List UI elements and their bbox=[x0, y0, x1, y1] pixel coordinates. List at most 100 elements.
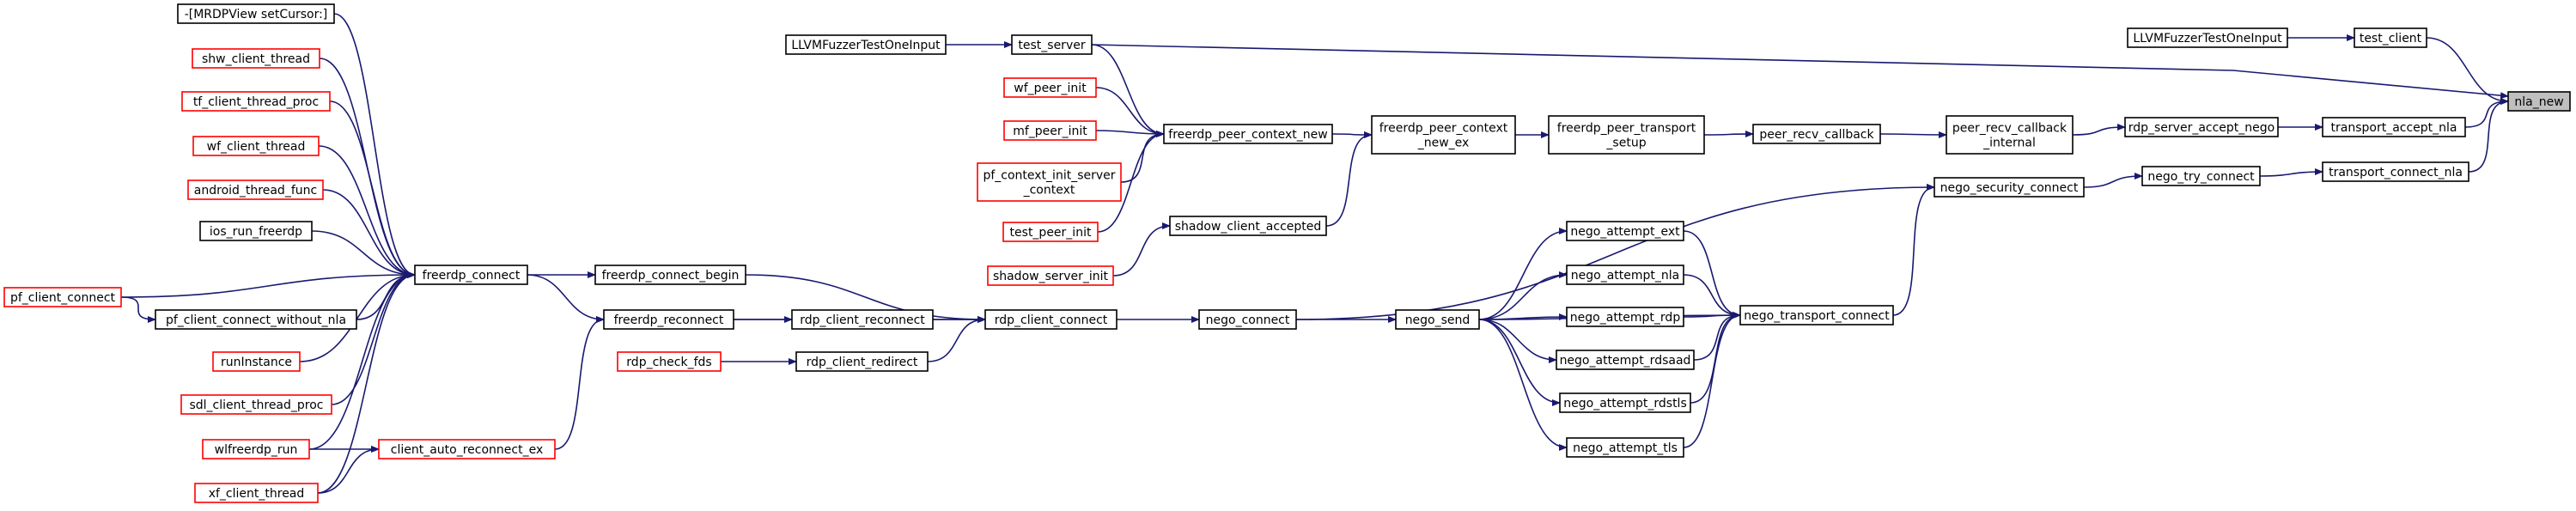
node-box-client_auto_reconnect_ex[interactable] bbox=[378, 439, 556, 459]
node-box-nego_attempt_rdsaad[interactable] bbox=[1556, 350, 1695, 370]
node-transport_accept_nla[interactable]: transport_accept_nla bbox=[2322, 117, 2466, 137]
node-box-freerdp_peer_transport_setup[interactable] bbox=[1548, 115, 1705, 155]
node-test_client[interactable]: test_client bbox=[2354, 27, 2427, 48]
node-box-shadow_server_init[interactable] bbox=[987, 265, 1114, 286]
node-nego_attempt_tls[interactable]: nego_attempt_tls bbox=[1566, 437, 1684, 458]
node-box-rdp_client_connect[interactable] bbox=[984, 309, 1117, 330]
node-box-xf_client_thread[interactable] bbox=[194, 483, 319, 503]
node-box-llvm_server[interactable] bbox=[785, 34, 947, 55]
node-box-nego_attempt_nla[interactable] bbox=[1566, 265, 1684, 285]
node-nego_security_connect[interactable]: nego_security_connect bbox=[1934, 177, 2085, 198]
node-shw_client_thread[interactable]: shw_client_thread bbox=[192, 48, 320, 69]
node-box-wlfreerdp_run[interactable] bbox=[202, 439, 310, 459]
node-box-test_peer_init[interactable] bbox=[1002, 222, 1099, 242]
node-box-shadow_client_accepted[interactable] bbox=[1169, 216, 1327, 236]
node-box-peer_recv_callback_internal[interactable] bbox=[1946, 115, 2074, 155]
node-box-mrdpview_setcursor[interactable] bbox=[177, 3, 335, 24]
node-box-test_server[interactable] bbox=[1011, 34, 1093, 55]
node-box-wf_client_thread[interactable] bbox=[192, 136, 320, 156]
node-box-nego_connect[interactable] bbox=[1198, 309, 1297, 330]
node-wf_client_thread[interactable]: wf_client_thread bbox=[192, 136, 320, 156]
node-android_thread_func[interactable]: android_thread_func bbox=[187, 179, 324, 200]
node-box-rdp_client_reconnect[interactable] bbox=[791, 309, 934, 330]
node-box-wf_peer_init[interactable] bbox=[1003, 77, 1097, 98]
node-nego_send[interactable]: nego_send bbox=[1395, 309, 1480, 330]
node-llvm_server[interactable]: LLVMFuzzerTestOneInput bbox=[785, 34, 947, 55]
node-box-nego_attempt_rdstls[interactable] bbox=[1559, 392, 1691, 413]
node-pf_context_init_server_context[interactable]: pf_context_init_server_context bbox=[977, 162, 1122, 202]
node-runinstance[interactable]: runInstance bbox=[212, 351, 301, 372]
node-box-freerdp_peer_context_new[interactable] bbox=[1163, 124, 1333, 144]
node-box-tf_client_thread_proc[interactable] bbox=[181, 91, 331, 112]
node-box-nego_attempt_ext[interactable] bbox=[1566, 221, 1684, 241]
node-nego_attempt_nla[interactable]: nego_attempt_nla bbox=[1566, 265, 1684, 285]
node-box-test_client[interactable] bbox=[2354, 27, 2427, 48]
node-tf_client_thread_proc[interactable]: tf_client_thread_proc bbox=[181, 91, 331, 112]
node-box-runinstance[interactable] bbox=[212, 351, 301, 372]
node-box-freerdp_connect[interactable] bbox=[414, 265, 528, 285]
node-test_server[interactable]: test_server bbox=[1011, 34, 1093, 55]
node-nego_transport_connect[interactable]: nego_transport_connect bbox=[1739, 305, 1894, 325]
node-transport_connect_nla[interactable]: transport_connect_nla bbox=[2322, 161, 2469, 182]
node-nego_try_connect[interactable]: nego_try_connect bbox=[2141, 166, 2261, 186]
node-shadow_server_init[interactable]: shadow_server_init bbox=[987, 265, 1114, 286]
node-box-transport_accept_nla[interactable] bbox=[2322, 117, 2466, 137]
node-box-llvm_client[interactable] bbox=[2127, 27, 2288, 48]
node-box-freerdp_peer_context_new_ex[interactable] bbox=[1371, 115, 1516, 155]
node-test_peer_init[interactable]: test_peer_init bbox=[1002, 222, 1099, 242]
node-nego_attempt_rdp[interactable]: nego_attempt_rdp bbox=[1566, 307, 1684, 327]
node-sdl_client_thread_proc[interactable]: sdl_client_thread_proc bbox=[180, 394, 332, 415]
node-mrdpview_setcursor[interactable]: -[MRDPView setCursor:] bbox=[177, 3, 335, 24]
node-box-shw_client_thread[interactable] bbox=[192, 48, 320, 69]
node-nla_new[interactable]: nla_new bbox=[2507, 91, 2571, 112]
node-mf_peer_init[interactable]: mf_peer_init bbox=[1003, 120, 1097, 141]
node-box-nla_new[interactable] bbox=[2507, 91, 2571, 112]
node-peer_recv_callback[interactable]: peer_recv_callback bbox=[1752, 124, 1881, 144]
node-xf_client_thread[interactable]: xf_client_thread bbox=[194, 483, 319, 503]
node-nego_attempt_rdsaad[interactable]: nego_attempt_rdsaad bbox=[1556, 350, 1695, 370]
node-freerdp_peer_context_new_ex[interactable]: freerdp_peer_context_new_ex bbox=[1371, 115, 1516, 155]
node-client_auto_reconnect_ex[interactable]: client_auto_reconnect_ex bbox=[378, 439, 556, 459]
node-box-transport_connect_nla[interactable] bbox=[2322, 161, 2469, 182]
node-box-pf_context_init_server_context[interactable] bbox=[977, 162, 1122, 202]
node-llvm_client[interactable]: LLVMFuzzerTestOneInput bbox=[2127, 27, 2288, 48]
node-freerdp_connect[interactable]: freerdp_connect bbox=[414, 265, 528, 285]
node-pf_client_connect[interactable]: pf_client_connect bbox=[3, 287, 122, 307]
node-freerdp_peer_transport_setup[interactable]: freerdp_peer_transport_setup bbox=[1548, 115, 1705, 155]
node-box-nego_transport_connect[interactable] bbox=[1739, 305, 1894, 325]
node-box-rdp_server_accept_nego[interactable] bbox=[2124, 117, 2279, 137]
node-nego_connect[interactable]: nego_connect bbox=[1198, 309, 1297, 330]
node-freerdp_peer_context_new[interactable]: freerdp_peer_context_new bbox=[1163, 124, 1333, 144]
node-box-freerdp_connect_begin[interactable] bbox=[594, 265, 746, 285]
node-box-rdp_client_redirect[interactable] bbox=[795, 351, 929, 372]
node-rdp_client_reconnect[interactable]: rdp_client_reconnect bbox=[791, 309, 934, 330]
node-shadow_client_accepted[interactable]: shadow_client_accepted bbox=[1169, 216, 1327, 236]
node-box-ios_run_freerdp[interactable] bbox=[199, 221, 313, 241]
node-rdp_server_accept_nego[interactable]: rdp_server_accept_nego bbox=[2124, 117, 2279, 137]
node-box-sdl_client_thread_proc[interactable] bbox=[180, 394, 332, 415]
node-wf_peer_init[interactable]: wf_peer_init bbox=[1003, 77, 1097, 98]
node-box-rdp_check_fds[interactable] bbox=[617, 351, 722, 372]
node-box-nego_send[interactable] bbox=[1395, 309, 1480, 330]
node-box-nego_try_connect[interactable] bbox=[2141, 166, 2261, 186]
node-nego_attempt_rdstls[interactable]: nego_attempt_rdstls bbox=[1559, 392, 1691, 413]
node-box-freerdp_reconnect[interactable] bbox=[603, 309, 734, 330]
node-box-android_thread_func[interactable] bbox=[187, 179, 324, 200]
node-wlfreerdp_run[interactable]: wlfreerdp_run bbox=[202, 439, 310, 459]
node-ios_run_freerdp[interactable]: ios_run_freerdp bbox=[199, 221, 313, 241]
node-rdp_client_redirect[interactable]: rdp_client_redirect bbox=[795, 351, 929, 372]
node-box-nego_attempt_tls[interactable] bbox=[1566, 437, 1684, 458]
node-box-pf_client_connect[interactable] bbox=[3, 287, 122, 307]
node-box-peer_recv_callback[interactable] bbox=[1752, 124, 1881, 144]
node-freerdp_connect_begin[interactable]: freerdp_connect_begin bbox=[594, 265, 746, 285]
node-rdp_check_fds[interactable]: rdp_check_fds bbox=[617, 351, 722, 372]
node-rdp_client_connect[interactable]: rdp_client_connect bbox=[984, 309, 1117, 330]
node-freerdp_reconnect[interactable]: freerdp_reconnect bbox=[603, 309, 734, 330]
node-pf_client_connect_without_nla[interactable]: pf_client_connect_without_nla bbox=[155, 309, 357, 330]
node-box-mf_peer_init[interactable] bbox=[1003, 120, 1097, 141]
node-box-pf_client_connect_without_nla[interactable] bbox=[155, 309, 357, 330]
node-peer_recv_callback_internal[interactable]: peer_recv_callback_internal bbox=[1946, 115, 2074, 155]
node-box-nego_security_connect[interactable] bbox=[1934, 177, 2085, 198]
node-box-nego_attempt_rdp[interactable] bbox=[1566, 307, 1684, 327]
node-nego_attempt_ext[interactable]: nego_attempt_ext bbox=[1566, 221, 1684, 241]
